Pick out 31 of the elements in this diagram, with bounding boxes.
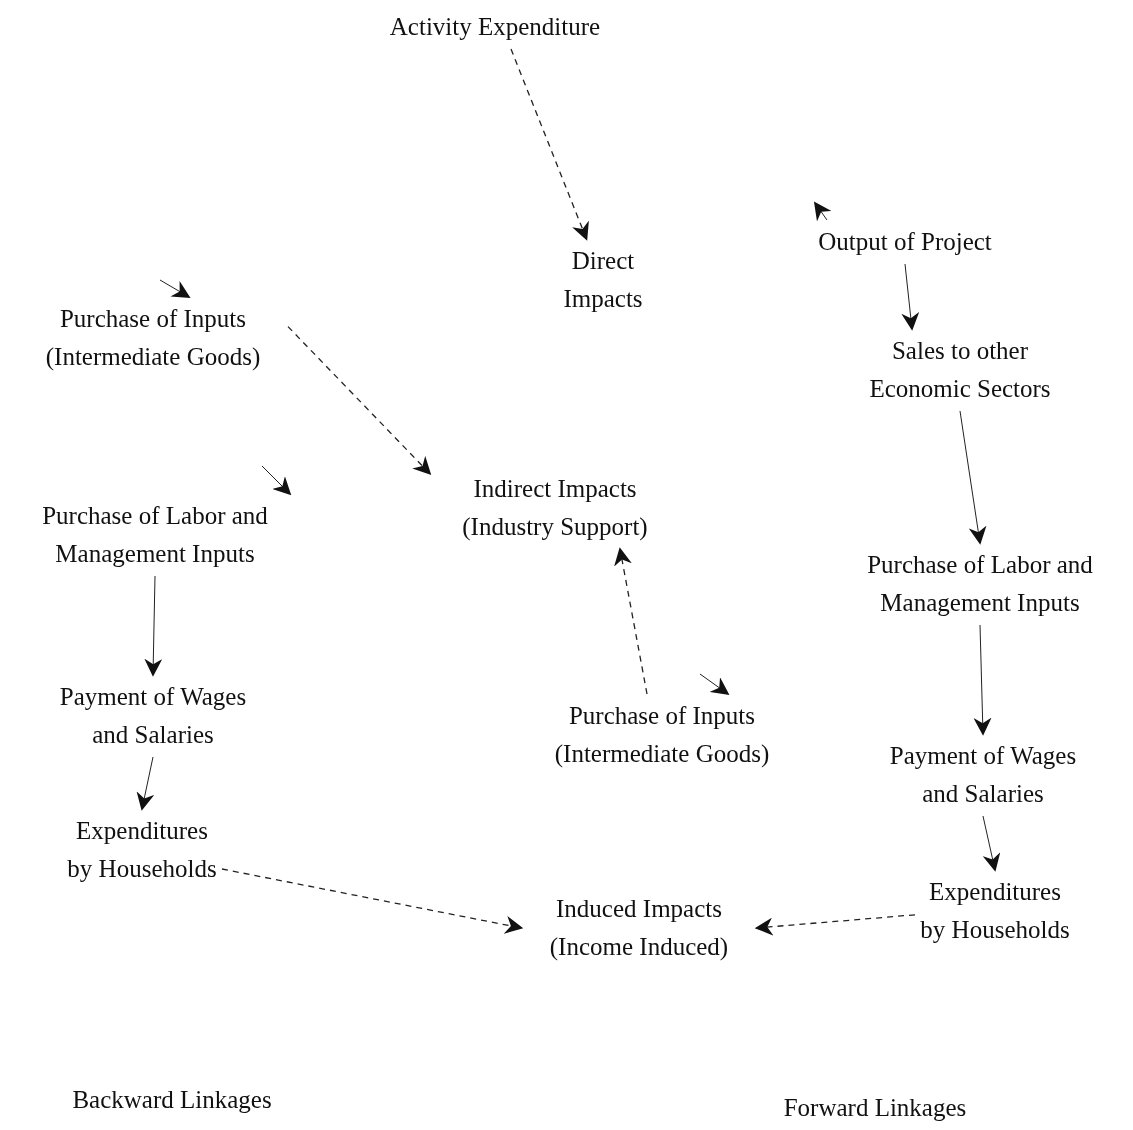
node-text: Direct Impacts (548, 242, 658, 318)
arrow (813, 201, 832, 222)
node-text: Indirect Impacts (Industry Support) (430, 470, 680, 546)
arrow (982, 815, 1001, 872)
node-text: Output of Project (775, 223, 1035, 261)
node-text: Induced Impacts (Income Induced) (521, 890, 757, 966)
arrow (136, 756, 155, 811)
node-text: Purchase of Inputs (Intermediate Goods) (3, 300, 303, 376)
arrow (973, 624, 992, 736)
node-text: Payment of Wages and Salaries (45, 678, 261, 754)
node-text: Payment of Wages and Salaries (875, 737, 1091, 813)
node-text: Sales to other Economic Sectors (840, 332, 1080, 408)
node-text: Purchase of Inputs (Intermediate Goods) (512, 697, 812, 773)
dashed-arrow (510, 48, 589, 241)
arrow (144, 575, 163, 677)
section-label: Backward Linkages (72, 1086, 272, 1114)
section-label: Forward Linkages (783, 1094, 967, 1122)
dashed-arrow (221, 868, 524, 934)
arrow (699, 673, 730, 696)
node-text: Expenditures by Households (915, 873, 1075, 949)
arrow (901, 263, 920, 331)
dashed-arrow (287, 325, 432, 476)
arrow (159, 279, 191, 298)
dashed-arrow (614, 547, 648, 695)
dashed-arrow (754, 914, 916, 936)
arrow (959, 410, 987, 545)
arrow (261, 465, 292, 496)
node-text: Purchase of Labor and Management Inputs (830, 546, 1130, 622)
node-text: Purchase of Labor and Management Inputs (5, 497, 305, 573)
node-text: Activity Expenditure (335, 8, 655, 46)
node-text: Expenditures by Households (62, 812, 222, 888)
